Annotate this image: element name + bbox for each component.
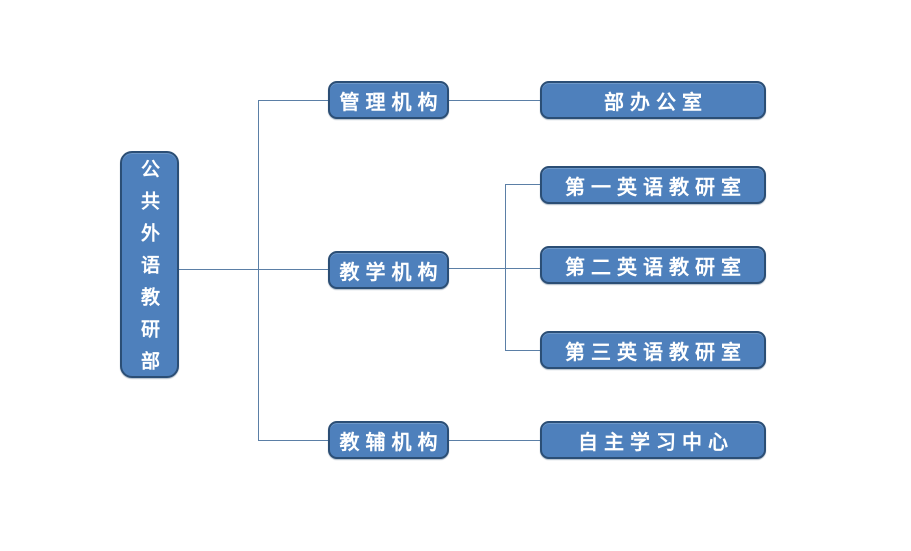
connector-trunk-to-office3: [505, 350, 540, 351]
connector-trunk-main: [258, 100, 259, 440]
org-node-english-office-3: 第三英语教研室: [540, 331, 766, 369]
org-node-department-office-label: 部办公室: [604, 89, 708, 114]
org-node-english-office-2: 第二英语教研室: [540, 246, 766, 284]
org-node-management: 管理机构: [328, 81, 449, 119]
connector-teaching-to-office2: [449, 268, 540, 269]
org-node-self-learning-center: 自主学习中心: [540, 421, 766, 459]
org-node-english-office-3-label: 第三英语教研室: [565, 339, 747, 364]
org-node-self-learning-center-label: 自主学习中心: [578, 429, 734, 454]
connector-trunk-to-office1: [505, 184, 540, 185]
connector-trunk-teaching: [505, 184, 506, 350]
org-node-english-office-2-label: 第二英语教研室: [565, 254, 747, 279]
org-node-english-office-1-label: 第一英语教研室: [565, 174, 747, 199]
org-node-teaching-support-label: 教辅机构: [339, 429, 444, 454]
org-node-root: 公共外语教研部: [120, 151, 179, 383]
org-node-department-office: 部办公室: [540, 81, 766, 119]
connector-trunk-to-support: [258, 440, 328, 441]
connector-support-to-center: [449, 440, 540, 441]
connector-trunk-to-management: [258, 100, 328, 101]
connector-management-to-office: [449, 100, 540, 101]
org-node-root-label: 公共外语教研部: [138, 159, 160, 383]
org-node-management-label: 管理机构: [339, 89, 444, 114]
org-node-teaching-support: 教辅机构: [328, 421, 449, 459]
org-node-teaching-label: 教学机构: [339, 259, 444, 284]
connector-root-to-trunk: [178, 269, 328, 270]
org-node-teaching: 教学机构: [328, 251, 449, 289]
org-node-english-office-1: 第一英语教研室: [540, 166, 766, 204]
